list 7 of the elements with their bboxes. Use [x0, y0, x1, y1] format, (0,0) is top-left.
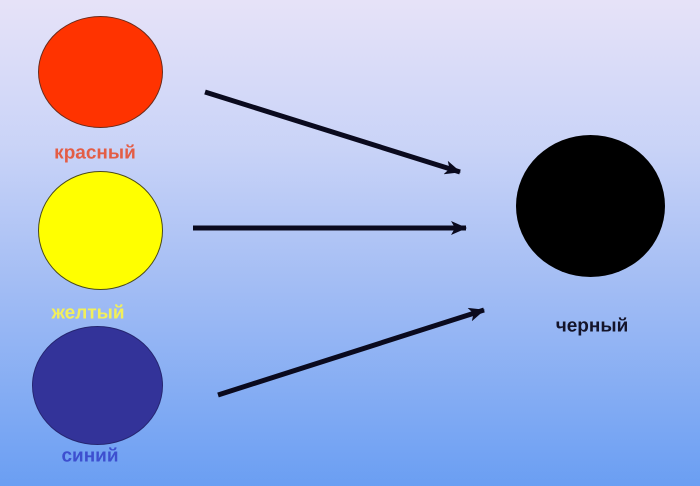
circle-caption: черный [556, 316, 628, 336]
arrow [204, 90, 461, 174]
circle-caption: красный [54, 144, 136, 162]
circle-caption: желтый [51, 304, 125, 322]
arrow [217, 308, 485, 398]
circle-caption: синий [61, 446, 119, 466]
arrow [193, 221, 467, 235]
